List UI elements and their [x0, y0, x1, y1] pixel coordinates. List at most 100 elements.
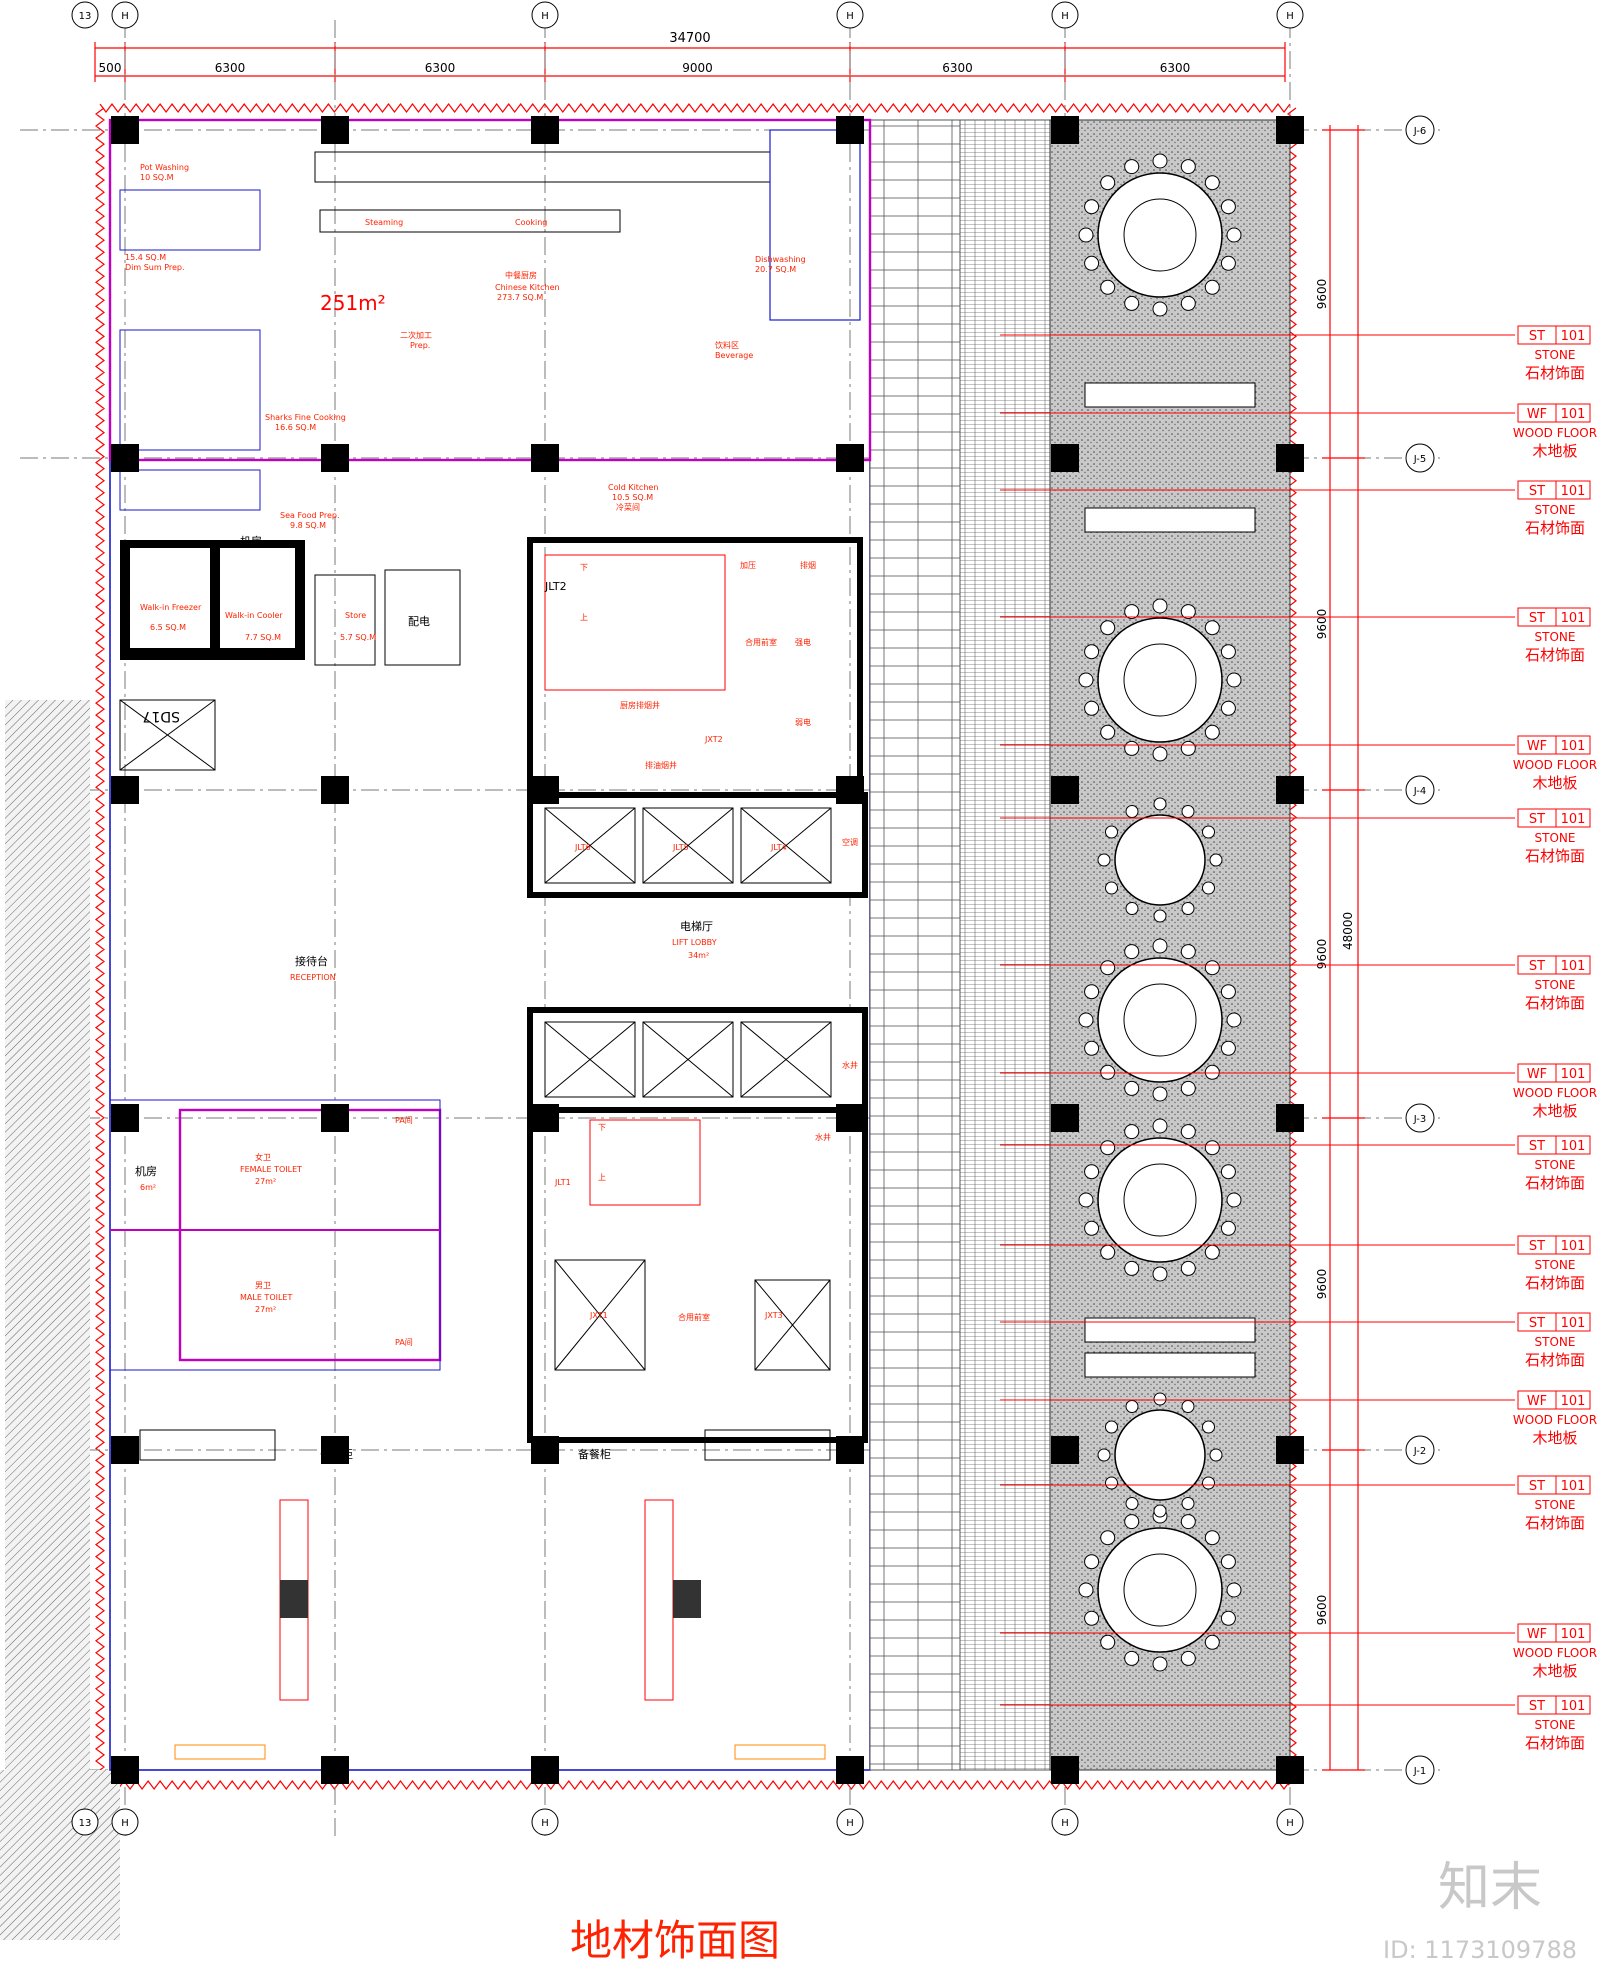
top-grid-bubble — [836, 1, 864, 29]
structural-column — [531, 1104, 559, 1132]
legend-num: 101 — [1561, 1067, 1586, 1082]
label-seafood-prep-area: 9.8 SQ.M — [290, 521, 326, 530]
label-lift-lobby-cn: 电梯厅 — [680, 920, 713, 933]
dining-chair — [1084, 644, 1100, 660]
structural-column — [1276, 444, 1304, 472]
legend-cn: 木地板 — [1532, 774, 1577, 792]
dining-chair — [1180, 1260, 1196, 1276]
label-pot-washing-area: 10 SQ.M — [140, 173, 174, 182]
label-service-cabinet-1: 备餐柜 — [320, 1447, 353, 1461]
round-dining-table — [1114, 1409, 1206, 1501]
right-grid-bubble — [1405, 443, 1435, 473]
structural-column — [1276, 1756, 1304, 1784]
lazy-susan — [1123, 643, 1197, 717]
label-seafood-prep: Sea Food Prep. — [280, 511, 340, 520]
structural-column — [531, 444, 559, 472]
dining-chair — [1220, 984, 1236, 1000]
dining-chair — [1124, 1514, 1140, 1530]
right-grid-label: J-2 — [1413, 1446, 1427, 1457]
bottom-grid-bubble — [531, 1808, 559, 1836]
label-male-toilet-area: 27m² — [255, 1305, 276, 1314]
dining-chair — [1105, 825, 1118, 839]
dining-chair — [1078, 227, 1094, 243]
legend-num-box — [1555, 480, 1591, 500]
dining-chair — [1125, 902, 1139, 915]
dining-chair — [1152, 938, 1168, 954]
dining-chair — [1125, 1400, 1139, 1413]
dining-chair — [1226, 1012, 1242, 1028]
top-segment-dim: 6300 — [1160, 61, 1191, 75]
structural-column — [1276, 776, 1304, 804]
structural-column — [836, 776, 864, 804]
legend-code: WF — [1527, 1627, 1547, 1642]
dining-chair — [1181, 1497, 1195, 1510]
dining-chair — [1084, 1554, 1100, 1570]
structural-column — [836, 444, 864, 472]
watermark-id: ID: 1173109788 — [1383, 1936, 1577, 1964]
legend-en: STONE — [1535, 831, 1576, 845]
round-dining-table — [1097, 172, 1223, 298]
legend-code: WF — [1527, 1067, 1547, 1082]
legend-code: ST — [1529, 1139, 1545, 1154]
top-segment-dim: 6300 — [425, 61, 456, 75]
legend-code: WF — [1527, 739, 1547, 754]
round-dining-table — [1097, 957, 1223, 1083]
dining-chair — [1084, 255, 1100, 271]
bottom-grid-bubble — [111, 1808, 139, 1836]
dining-chair — [1204, 960, 1220, 976]
dining-chair — [1100, 1140, 1116, 1156]
structural-column — [321, 1756, 349, 1784]
right-segment-dim: 9600 — [1315, 1595, 1329, 1626]
structural-column — [111, 444, 139, 472]
legend-num-box — [1555, 735, 1591, 755]
lazy-susan — [1123, 198, 1197, 272]
exterior-corner — [0, 1770, 120, 1940]
right-grid-label: J-1 — [1413, 1766, 1427, 1777]
dining-chair — [1209, 853, 1223, 867]
label-jxt2: JXT2 — [704, 735, 723, 744]
dining-chair — [1220, 1164, 1236, 1180]
structural-column — [111, 1104, 139, 1132]
legend-cn: 木地板 — [1532, 1662, 1577, 1680]
label-dish-prep: Dim Sum Prep. — [125, 263, 185, 272]
dining-chair — [1100, 279, 1116, 295]
toilets — [109, 1099, 442, 1371]
legend-num: 101 — [1561, 959, 1586, 974]
label-beverage: Beverage — [715, 351, 753, 360]
label-lift-lobby: LIFT LOBBY — [672, 938, 717, 947]
legend-num-box — [1555, 1475, 1591, 1495]
label-oil-fume-shaft: 排油烟井 — [645, 760, 677, 770]
dining-chair — [1153, 1392, 1167, 1406]
dining-chair — [1152, 746, 1168, 762]
dining-chair — [1180, 944, 1196, 960]
dining-chair — [1204, 1530, 1220, 1546]
dining-chair — [1180, 604, 1196, 620]
dining-chair — [1220, 700, 1236, 716]
dining-chair — [1204, 279, 1220, 295]
top-grid-label: H — [1286, 11, 1294, 22]
structural-column — [531, 116, 559, 144]
legend-num: 101 — [1561, 1479, 1586, 1494]
dining-chair — [1152, 1656, 1168, 1672]
top-segment-dim: 6300 — [942, 61, 973, 75]
dining-chair — [1124, 295, 1140, 311]
right-grid-label: J-5 — [1413, 454, 1427, 465]
label-chinese-kitchen-area: 273.7 SQ.M — [497, 293, 543, 302]
label-chinese-kitchen-cn: 中餐厨房 — [505, 270, 537, 280]
legend-num: 101 — [1561, 484, 1586, 499]
structural-column — [836, 1756, 864, 1784]
legend-code: ST — [1529, 484, 1545, 499]
legend-en: STONE — [1535, 1258, 1576, 1272]
kitchen-zone — [108, 118, 872, 771]
corridor-wood — [959, 119, 1051, 1771]
dining-chair — [1202, 1476, 1215, 1490]
structural-column — [1051, 116, 1079, 144]
structural-column — [321, 776, 349, 804]
right-grid-bubbles: J-6J-5J-4J-3J-2J-1 — [1405, 115, 1435, 1785]
dining-chair — [1078, 1012, 1094, 1028]
legend-num: 101 — [1561, 329, 1586, 344]
label-beverage-cn: 饮料区 — [715, 340, 739, 350]
label-jlt5: JLT5 — [672, 843, 689, 852]
dining-chair — [1100, 1530, 1116, 1546]
